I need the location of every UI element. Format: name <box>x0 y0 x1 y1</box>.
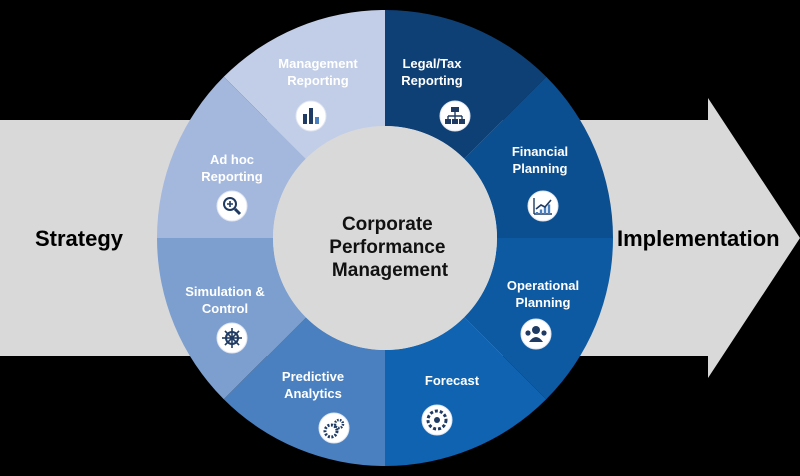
segment-simulation-control-label: Simulation & Control <box>185 284 264 316</box>
implementation-label: Implementation <box>617 226 780 251</box>
bar-chart-icon <box>295 100 327 132</box>
magnifier-icon <box>216 190 248 222</box>
segment-simulation-control-label-line-1: Simulation & <box>185 284 264 299</box>
segment-predictive-analytics-label-line-2: Analytics <box>284 386 342 401</box>
gears-icon <box>318 412 350 444</box>
segment-financial-planning-label-line-1: Financial <box>512 144 568 159</box>
org-chart-icon <box>439 100 471 132</box>
segment-forecast-label-line-1: Forecast <box>425 373 480 388</box>
segment-legal-tax-reporting-label-line-1: Legal/Tax <box>402 56 462 71</box>
segment-operational-planning-wedge <box>464 238 613 400</box>
segment-simulation-control-label-line-2: Control <box>202 301 248 316</box>
center-circle <box>273 126 497 350</box>
growth-chart-icon <box>527 190 559 222</box>
segment-ad-hoc-reporting-wedge <box>157 76 306 238</box>
segment-operational-planning-label-line-2: Planning <box>516 295 571 310</box>
segment-simulation-control: Simulation & Control <box>157 238 306 400</box>
segment-financial-planning-wedge <box>464 76 613 238</box>
segment-legal-tax-reporting-wedge <box>385 10 547 159</box>
dial-icon <box>421 404 453 436</box>
segment-simulation-control-wedge <box>157 238 306 400</box>
segment-ad-hoc-reporting-label-line-2: Reporting <box>201 169 262 184</box>
center-title-line-2: Performance <box>329 237 445 258</box>
segment-management-reporting-wedge <box>223 10 385 159</box>
strategy-label: Strategy <box>35 226 124 251</box>
segment-management-reporting-label-line-2: Reporting <box>287 73 348 88</box>
team-icon <box>520 318 552 350</box>
center-title: Corporate Performance Management <box>329 214 450 281</box>
segment-financial-planning-label-line-2: Planning <box>513 161 568 176</box>
segment-management-reporting-label-line-1: Management <box>278 56 358 71</box>
center-title-line-1: Corporate <box>342 214 433 235</box>
segment-legal-tax-reporting-label-line-2: Reporting <box>401 73 462 88</box>
segment-forecast-label: Forecast <box>425 373 480 388</box>
center-title-line-3: Management <box>332 260 449 281</box>
segment-forecast: Forecast <box>385 317 547 466</box>
segment-operational-planning-label-line-1: Operational <box>507 278 579 293</box>
segment-ad-hoc-reporting-label-line-1: Ad hoc <box>210 152 254 167</box>
segment-predictive-analytics-label-line-1: Predictive <box>282 369 344 384</box>
ship-wheel-icon <box>216 322 248 354</box>
